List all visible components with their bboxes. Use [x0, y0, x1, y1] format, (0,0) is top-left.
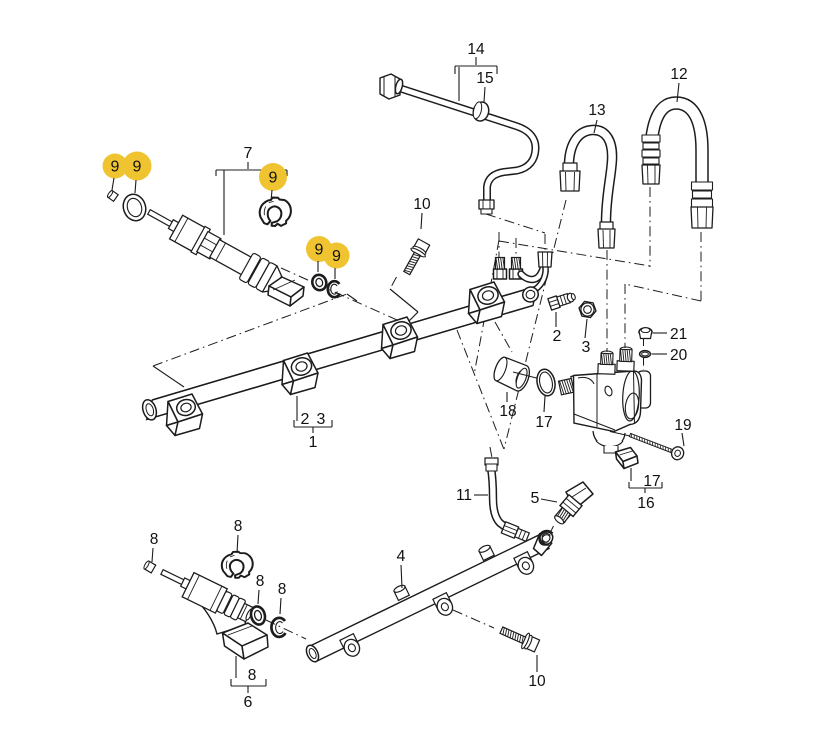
svg-text:17: 17	[643, 473, 660, 490]
svg-text:17: 17	[535, 414, 552, 431]
svg-text:6: 6	[244, 694, 253, 711]
svg-text:18: 18	[499, 403, 516, 420]
svg-text:8: 8	[248, 667, 257, 684]
svg-text:8: 8	[278, 581, 287, 598]
svg-text:14: 14	[467, 41, 485, 58]
svg-text:4: 4	[397, 548, 406, 565]
svg-text:13: 13	[588, 102, 605, 119]
svg-text:5: 5	[531, 490, 540, 507]
svg-text:12: 12	[670, 66, 687, 83]
svg-text:9: 9	[332, 248, 341, 265]
svg-text:8: 8	[150, 531, 159, 548]
svg-text:20: 20	[670, 347, 688, 364]
svg-text:19: 19	[674, 417, 691, 434]
svg-text:8: 8	[234, 518, 243, 535]
svg-text:7: 7	[244, 145, 253, 162]
svg-text:2: 2	[553, 328, 562, 345]
svg-text:15: 15	[476, 70, 493, 87]
svg-text:9: 9	[133, 159, 142, 176]
svg-text:16: 16	[637, 495, 654, 512]
svg-text:1: 1	[309, 434, 318, 451]
svg-text:9: 9	[315, 242, 324, 259]
svg-text:8: 8	[256, 573, 265, 590]
svg-text:10: 10	[413, 196, 431, 213]
svg-text:3: 3	[582, 339, 591, 356]
svg-text:9: 9	[111, 159, 120, 176]
svg-text:9: 9	[269, 170, 278, 187]
svg-text:21: 21	[670, 326, 687, 343]
svg-text:10: 10	[528, 673, 546, 690]
svg-text:11: 11	[456, 487, 472, 504]
svg-text:2: 2	[301, 411, 310, 428]
svg-text:3: 3	[317, 411, 326, 428]
